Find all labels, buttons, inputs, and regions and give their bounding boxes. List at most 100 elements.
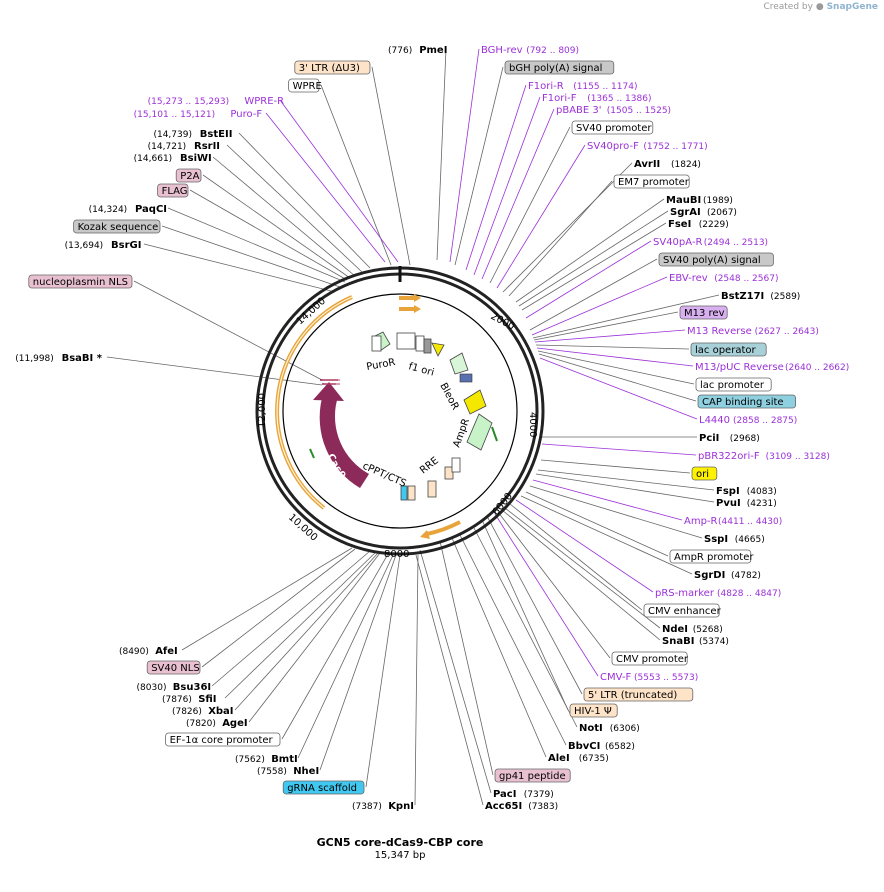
annotation-l49: CMV enhancer [643, 603, 722, 618]
leader-line [320, 84, 392, 266]
leader-line [515, 198, 665, 303]
leader-line [534, 329, 686, 343]
annotation-text-enz: AfeI [155, 646, 178, 657]
plasmid-name: GCN5 core-dCas9-CBP core [316, 836, 484, 849]
leader-line [496, 144, 586, 289]
promoter-box-2 [396, 332, 416, 350]
annotation-text-enz: BsiWI [180, 153, 212, 164]
annotation-l43: PvuI(4231) [716, 498, 777, 509]
leader-line [436, 48, 447, 261]
leader-line [535, 473, 715, 503]
annotation-l52: (8490)AfeI [119, 646, 178, 657]
annotation-l53: CMV promoter [611, 651, 689, 666]
feature-label-box [611, 651, 688, 666]
feature-label-box [73, 219, 161, 234]
feature-label-box [643, 603, 720, 618]
annotation-l05: WPRE [288, 78, 322, 93]
feature-label-box [294, 60, 371, 75]
annotation-l60: HIV-1 Ψ [569, 703, 618, 718]
leader-line [465, 84, 527, 271]
cas9-arrow-head [313, 382, 344, 401]
annotation-text-pos: (2229) [699, 220, 729, 230]
leader-line [473, 96, 541, 276]
feature-box-3 [415, 335, 425, 352]
leader-line [106, 356, 323, 386]
annotation-l27: SV40 poly(A) signal [658, 252, 774, 267]
annotation-l47: SgrDI(4782) [694, 570, 761, 581]
leader-line [515, 499, 654, 593]
annotation-text-enz: XbaI [208, 706, 233, 717]
annotation-text-pos: (6306) [610, 724, 640, 734]
feature-label-box [613, 174, 690, 189]
annotation-l51: SnaBI(5374) [662, 636, 729, 647]
leader-line [211, 550, 371, 687]
annotation-text-box: SV40 poly(A) signal [663, 255, 761, 266]
label-f1ori: f1 ori [407, 361, 435, 378]
annotation-text-box: gp41 peptide [499, 771, 566, 782]
annotation-text-enz: NotI [579, 723, 603, 734]
annotation-l48: pRS-marker(4828 .. 4847) [655, 588, 781, 599]
annotation-l23: FseI(2229) [668, 219, 729, 230]
annotation-text-box: EF-1α core promoter [170, 735, 274, 746]
annotation-l01: (776) PmeI [388, 45, 447, 56]
annotation-l28: EBV-rev(2548 .. 2567) [669, 273, 778, 284]
annotation-text-pos: (7820) [186, 719, 216, 729]
annotation-l44: Amp-R(4411 .. 4430) [684, 516, 782, 527]
annotation-l32: M13 Reverse(2627 .. 2643) [687, 326, 819, 337]
annotation-l59: (7826)XbaI [172, 706, 234, 717]
annotation-text-box: 3' LTR (ΔU3) [299, 63, 360, 74]
feature-label-box [695, 377, 772, 392]
feature-label-box [28, 274, 133, 289]
leader-line [449, 48, 480, 263]
annotation-text-box: ori [696, 469, 709, 480]
orange-short-2-head [414, 305, 421, 313]
annotation-l25: SV40pA-R(2494 .. 2513) [653, 237, 768, 248]
leader-line [439, 540, 494, 776]
annotation-l06: F1ori-R(1155 .. 1174) [528, 81, 637, 92]
ring-tick-4000: 4000 [527, 412, 538, 437]
annotation-text-prpos: (2548 .. 2567) [714, 274, 778, 284]
annotation-text-enz: PciI [699, 433, 719, 444]
annotation-text-pos: (14,739) [153, 130, 192, 140]
annotation-text-prpos: (1155 .. 1174) [573, 82, 637, 92]
annotation-l67: (7558)NheI [257, 766, 319, 777]
leader-line [297, 554, 394, 759]
label-rre: RRE [418, 455, 441, 476]
leader-line [529, 258, 658, 331]
leader-line [161, 225, 341, 288]
annotation-text-pr: WPRE-R [244, 96, 284, 107]
annotation-text-pos: (7876) [162, 695, 192, 705]
polya-box [423, 338, 432, 354]
annotation-l16: AvrII(1824) [634, 159, 701, 170]
annotation-text-pos: (776) [388, 46, 412, 56]
annotation-l46: AmpR promoter [669, 549, 754, 564]
annotation-l57: 5' LTR (truncated) [583, 687, 694, 702]
annotation-text-prpos: (4411 .. 4430) [718, 517, 782, 527]
annotation-text-box: 5' LTR (truncated) [588, 690, 677, 701]
feature-label-box [679, 305, 728, 320]
annotation-text-enz: BsrGI [111, 240, 141, 251]
annotation-text-pr: pBABE 3' [556, 105, 602, 116]
inner-scale-circle [282, 293, 518, 529]
annotation-text-enz: PmeI [419, 45, 447, 56]
leader-line [529, 485, 703, 539]
leader-line [238, 132, 371, 269]
annotation-l17: P2A [175, 168, 202, 183]
annotation-text-pos: (4083) [747, 487, 777, 497]
f1ori-yellow-arrow [431, 342, 445, 357]
annotation-text-pr: SV40pro-F [587, 141, 639, 152]
leader-line [133, 280, 323, 381]
leader-line [224, 551, 377, 699]
leader-line [167, 207, 346, 283]
leader-line [540, 459, 691, 474]
ring-tick-6000: 6000 [491, 491, 515, 518]
annotation-text-prpos: (2640 .. 2662) [785, 363, 849, 373]
annotation-l58: (7876)SfiI [162, 694, 217, 705]
annotation-l09: pBABE 3'(1505 .. 1525) [556, 105, 671, 116]
annotation-text-pos: (2067) [707, 208, 737, 218]
snapgene-credit: Created by ● SnapGene [763, 2, 878, 12]
annotation-text-enz: PaqCI [135, 204, 167, 215]
annotation-text-pos: (7387) [352, 802, 382, 812]
feature-label-box [504, 60, 615, 75]
